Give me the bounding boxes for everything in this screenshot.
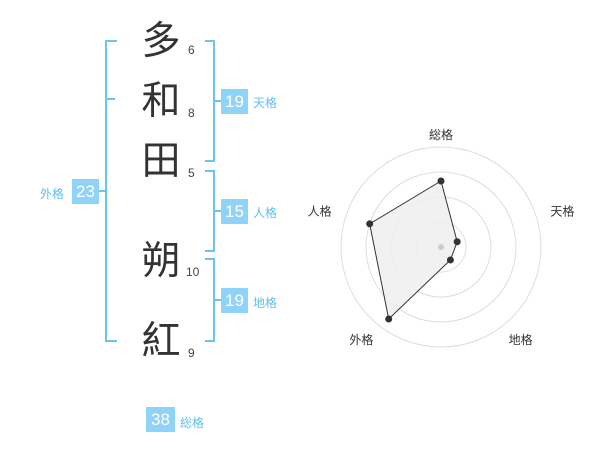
tenkaku-bracket [205, 40, 215, 162]
stroke-count-5: 9 [188, 346, 195, 360]
name-char-5: 紅 [141, 319, 181, 364]
radar-label-chikaku: 地格 [509, 332, 533, 347]
name-char-2: 和 [141, 79, 181, 124]
radar-label-gaikaku: 外格 [349, 332, 373, 347]
gaikaku-label: 外格 [40, 187, 65, 201]
bracket-tick-1 [105, 98, 115, 100]
jinkaku-connector [215, 210, 221, 212]
jinkaku-label: 人格 [253, 206, 278, 220]
radar-label-tenkaku: 天格 [550, 203, 574, 218]
radar-point [366, 220, 374, 228]
chikaku-bracket [205, 258, 215, 342]
jinkaku-value: 15 [221, 199, 248, 224]
radar-label-jinkaku: 人格 [308, 203, 332, 218]
radar-grid-ring [365, 171, 517, 323]
name-char-1: 多 [141, 19, 181, 64]
gaikaku-value: 23 [72, 179, 99, 204]
stroke-count-2: 8 [188, 106, 195, 120]
radar-grid-ring [340, 146, 542, 348]
soukaku-label: 総格 [180, 416, 205, 430]
radar-point [453, 238, 461, 246]
tenkaku-value: 19 [221, 89, 248, 114]
radar-points [366, 177, 461, 323]
radar-area [369, 180, 458, 320]
radar-chart: 総格 天格 地格 外格 人格 [308, 127, 574, 348]
stroke-count-3: 5 [188, 166, 195, 180]
jinkaku-bracket [205, 170, 215, 252]
radar-point [437, 177, 445, 185]
radar-center [438, 244, 444, 250]
chikaku-value: 19 [221, 288, 248, 313]
name-char-3: 田 [141, 139, 181, 184]
tenkaku-connector [215, 100, 221, 102]
stroke-count-4: 10 [186, 265, 200, 279]
chikaku-label: 地格 [253, 296, 278, 310]
chikaku-connector [215, 299, 221, 301]
radar-point [446, 256, 454, 264]
radar-label-soukaku: 総格 [429, 127, 453, 142]
radar-point [385, 315, 393, 323]
gaikaku-connector [99, 190, 105, 192]
tenkaku-label: 天格 [253, 96, 278, 110]
gaikaku-bracket [105, 40, 117, 342]
soukaku-value: 38 [146, 407, 175, 432]
name-char-4: 朔 [141, 239, 181, 284]
stroke-count-1: 6 [188, 43, 195, 57]
